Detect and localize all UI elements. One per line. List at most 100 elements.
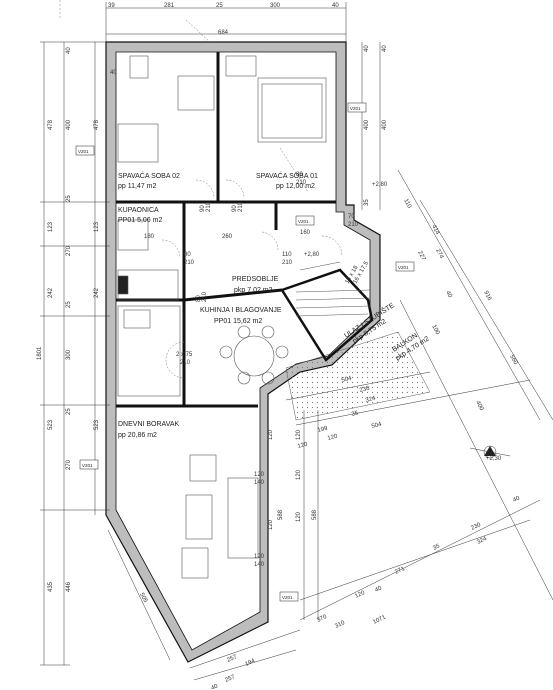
dim-li-4: 25: [66, 301, 72, 308]
room-name-bed2: SPAVAĆA SOBA 02: [118, 171, 180, 180]
room-area-living: pp 20,86 m2: [118, 432, 157, 439]
dim-left-478: 478: [48, 119, 54, 130]
dim-left-523: 523: [48, 419, 54, 430]
dim-inner: 2 x 75: [176, 352, 193, 358]
dim-right2-40: 40: [382, 45, 388, 52]
dim-diag: 230: [359, 386, 371, 394]
dim-left-total: 1801: [37, 346, 43, 360]
dim-diag: 40: [444, 290, 453, 299]
dim-diag: 414: [430, 224, 440, 236]
dim-inner: 80: [196, 295, 202, 302]
diagonal-dims: 110 414 227 274 40 100 916 560 400 504 2…: [297, 198, 521, 630]
dim-inner: 210: [202, 291, 208, 302]
interior: [115, 51, 371, 651]
window-tag: V201: [78, 149, 89, 154]
dim-diag: 110: [402, 198, 412, 210]
room-area-bed2: pp 11,47 m2: [118, 183, 157, 190]
dim-diag: 504: [341, 376, 353, 384]
dim-li-8: 446: [66, 581, 72, 592]
dim-window: 120: [296, 429, 302, 440]
dim-window: 120: [296, 511, 302, 522]
elevation-mark: +2,80: [372, 182, 388, 188]
room-area-bath: PP01 5,06 m2: [118, 217, 162, 224]
dim-inner: 110: [282, 252, 292, 258]
room-area-bed1: pp 12,00 m2: [276, 183, 315, 190]
dim-diag: 324: [476, 536, 488, 546]
dim-inner: 260: [222, 234, 233, 240]
dim-li-5: 300: [66, 349, 72, 360]
dim-window: 140: [254, 562, 265, 568]
dim-inner: 160: [300, 230, 311, 236]
dim-left-242: 242: [48, 287, 54, 298]
door-swings: [161, 19, 343, 379]
dim-bottom: 505: [138, 592, 148, 604]
dim-inner: 90: [232, 205, 238, 212]
dim-li-1: 400: [66, 119, 72, 130]
dim-inner: 210: [206, 201, 212, 212]
left-dim-lines: [40, 41, 110, 666]
dim-diag: 560: [508, 354, 518, 366]
dim-window: 120: [254, 554, 265, 560]
dim-misc: 40: [110, 70, 117, 76]
window-dims: 120 140 120 140 120 120 120 120 120 588 …: [254, 429, 318, 568]
dim-inner: 80: [296, 172, 303, 178]
dim-inner: 180: [144, 234, 155, 240]
room-name-bed1: SPAVAĆA SOBA 01: [256, 171, 318, 180]
dim-top-2: 25: [216, 3, 223, 9]
dim-elev: +2,80: [304, 252, 320, 258]
dim-li-7: 270: [66, 459, 72, 470]
dim-wall-588: 588: [312, 509, 318, 520]
dim-li2-1: 123: [94, 221, 100, 232]
left-dims: 1801 478 123 242 523 435 40 400 25 270 2…: [37, 47, 100, 592]
dim-window: 120: [296, 469, 302, 480]
dim-window: 120: [254, 472, 265, 478]
dim-diag: 199: [317, 426, 329, 434]
dim-diag: 40: [374, 585, 383, 594]
dim-diag: 400: [474, 400, 484, 412]
dim-bottom: 194: [244, 658, 256, 668]
dim-diag: 324: [365, 396, 377, 404]
dim-inner: 210: [296, 180, 307, 186]
room-name-living: DNEVNI BORAVAK: [118, 421, 180, 428]
dim-diag: 274: [434, 248, 444, 260]
dim-top-total: 684: [218, 30, 229, 36]
dim-left-123: 123: [48, 221, 54, 232]
window-tag: V201: [350, 106, 361, 111]
north-arrow-icon: [469, 445, 511, 459]
dim-li2-3: 523: [94, 419, 100, 430]
dim-diag: 310: [334, 620, 346, 630]
dim-diag: 504: [371, 422, 383, 430]
dim-li-0: 40: [66, 47, 72, 54]
dim-right-40: 40: [364, 45, 370, 52]
dim-right-400: 400: [364, 119, 370, 130]
window-tag: V201: [282, 595, 293, 600]
bottom-dims: 257 194 40 257 505: [138, 592, 256, 690]
room-area-hall: pkp 7,02 m2: [234, 287, 273, 294]
elevations: +2,80 +2,30 40: [110, 70, 502, 462]
dim-diag: 370: [316, 614, 328, 624]
dim-diag: 100: [430, 324, 440, 336]
dim-top-3: 300: [270, 3, 281, 9]
dim-inner: 80: [184, 252, 191, 258]
dim-inner: 90: [200, 205, 206, 212]
dim-diag: 35: [351, 410, 360, 418]
dim-li-6: 25: [66, 408, 72, 415]
inner-dims: 180 260 80 210 90 210 90 210 80 210 110 …: [144, 172, 370, 366]
right-dims: 40 400 35 400 40: [364, 45, 388, 206]
dim-window: 120: [268, 519, 274, 530]
room-name-kitchen: KUHINJA I BLAGOVANJE: [200, 307, 282, 314]
dim-diag: 271: [394, 566, 406, 576]
top-dims: 39 281 25 300 40 684: [108, 3, 339, 36]
dim-left-435: 435: [48, 581, 54, 592]
dim-diag: 230: [470, 522, 482, 532]
dim-diag: 120: [297, 442, 309, 450]
dim-top-1: 281: [164, 3, 175, 9]
dim-bottom: 257: [226, 654, 238, 664]
dim-diag: 40: [512, 495, 521, 504]
room-area-kitchen: PP01 15,62 m2: [214, 318, 262, 325]
dim-diag: 120: [327, 434, 339, 442]
dim-wall-588: 588: [278, 509, 284, 520]
room-name-hall: PREDSOBLJE: [232, 276, 279, 283]
window-tag: V201: [82, 463, 93, 468]
dim-li2-2: 242: [94, 287, 100, 298]
